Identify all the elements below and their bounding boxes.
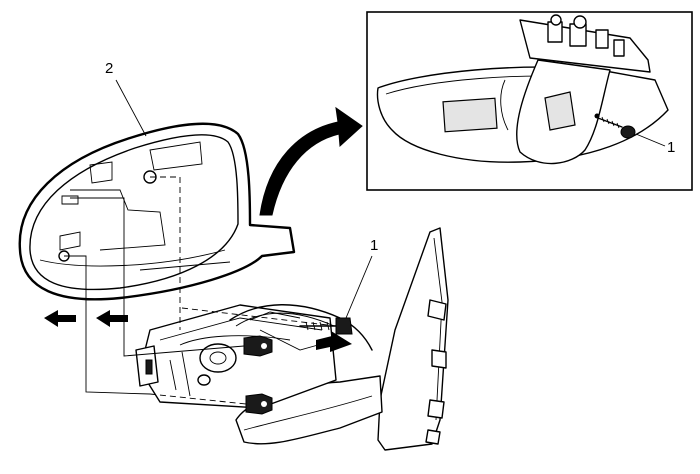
mirror-actuator — [135, 304, 373, 409]
mirror-glass-frame — [377, 227, 449, 451]
actuator-wiring — [229, 304, 373, 351]
mirror-housing — [18, 122, 296, 301]
arrow-left-2-icon — [96, 310, 128, 327]
screw-upper — [299, 317, 353, 335]
actuator-motor — [199, 343, 237, 373]
mirror-base-assembly — [235, 227, 449, 451]
callout-screw-label: 1 — [370, 237, 378, 254]
callout-inset-screw-label: 1 — [667, 139, 675, 156]
screw-middle — [243, 335, 273, 357]
housing-outer-rim — [18, 122, 296, 301]
screw-lower — [245, 393, 273, 415]
inset-leader-line — [635, 133, 666, 147]
callout-housing-label: 2 — [105, 60, 113, 77]
detail-curved-arrow — [259, 106, 363, 216]
callout-housing-leader — [115, 79, 147, 137]
callout-screw-leader — [345, 255, 373, 319]
detail-inset — [366, 11, 693, 191]
arrow-installation-icon — [316, 331, 352, 352]
arrow-left-1-icon — [44, 310, 76, 327]
alignment-lines — [64, 176, 337, 405]
removal-direction-arrows — [44, 310, 352, 352]
inset-mirror-window — [442, 97, 498, 133]
inset-screw-icon — [594, 113, 636, 139]
